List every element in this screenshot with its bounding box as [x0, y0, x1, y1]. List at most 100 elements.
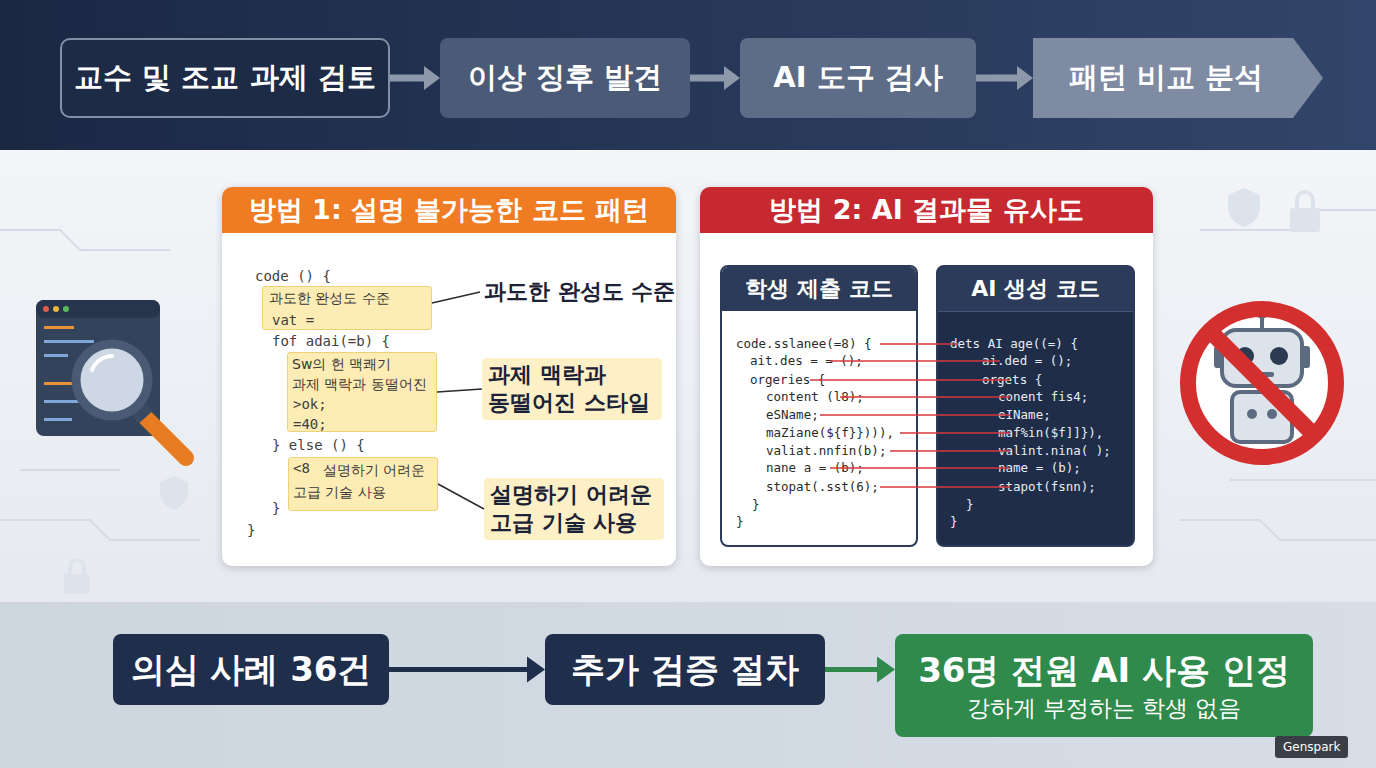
code-line: } [247, 521, 255, 539]
watermark: Genspark [1275, 736, 1348, 758]
connector-line [690, 75, 725, 82]
code-line: dets AI age((=) { [950, 336, 1078, 352]
arrow-head [527, 657, 545, 683]
node-title: 패턴 비교 분석 [1069, 58, 1263, 98]
prohibition-slash [1210, 331, 1314, 435]
similarity-line [830, 467, 1010, 468]
node-title: 36명 전원 AI 사용 인정 [918, 648, 1290, 692]
node-title: 학생 제출 코드 [722, 267, 916, 311]
result-box: 의심 사례 36건 [113, 634, 389, 705]
node-title: AI 도구 검사 [773, 58, 942, 98]
robot-eye [1270, 347, 1288, 365]
code-line-bar [44, 418, 72, 421]
window-title-bar [36, 300, 160, 318]
code-highlight: 설명하기 어려운 고급 기술 사용 [288, 457, 438, 511]
flow-arrow [690, 66, 740, 90]
node-title: AI 생성 코드 [938, 267, 1133, 312]
node-title: 과도한 완성도 수준 [269, 288, 425, 308]
code-line: code.sslanee(=8) { [736, 336, 871, 352]
process-box: AI 도구 검사 [740, 38, 976, 118]
node-title: 이상 징후 발견 [468, 58, 662, 98]
connector-line [390, 75, 425, 82]
robot-button [1267, 409, 1277, 419]
arrow-head [724, 66, 740, 90]
flow-arrow [976, 66, 1033, 90]
lock-icon [64, 574, 90, 594]
robot-button [1247, 409, 1257, 419]
code-line: } [752, 497, 760, 513]
arrow-box: 패턴 비교 분석 [1033, 38, 1323, 118]
code-line-bar [44, 354, 68, 357]
node-subtitle: 강하게 부정하는 학생 없음 [967, 692, 1242, 724]
node-title: 방법 2: AI 결과물 유사도 [700, 187, 1153, 233]
flow-arrow [825, 657, 895, 683]
bottom-band [0, 602, 1376, 768]
connector-line [389, 667, 528, 672]
window-dot [53, 306, 59, 312]
arrow-head [424, 66, 440, 90]
code-line: stopat(.sst(6); [766, 479, 879, 495]
leader-line [437, 389, 482, 392]
lock-icon [70, 560, 84, 574]
code-line: } [950, 514, 958, 530]
middle-band [0, 150, 1376, 602]
code-line: maf%in($f]]}), [998, 425, 1103, 441]
code-line: <8 [293, 459, 310, 477]
code-line: } [966, 497, 974, 513]
prohibition-ring [1188, 309, 1336, 457]
code-panel: AI 생성 코드 [936, 265, 1135, 547]
node-title: 교수 및 조교 과제 검토 [74, 58, 375, 98]
node-title: 의심 사례 36건 [131, 647, 372, 693]
result-box: 추가 검증 절차 [545, 634, 825, 705]
connector-line [825, 667, 878, 672]
callout-box: 설명하기 어려운 고급 기술 사용 [484, 478, 664, 540]
arrow-head [1017, 66, 1033, 90]
magnifier-lens [76, 344, 148, 416]
code-line: } [736, 514, 744, 530]
lock-icon [1290, 208, 1320, 232]
code-line: stapot(fsnn); [998, 479, 1096, 495]
code-line-bar [44, 382, 74, 385]
node-title: 추가 검증 절차 [571, 647, 799, 693]
result-box: 36명 전원 AI 사용 인정강하게 부정하는 학생 없음 [895, 634, 1313, 737]
similarity-line [890, 450, 1010, 451]
node-subtitle: 과제 맥락과 동떨어진 [292, 374, 432, 394]
arrow-shape-fill [1033, 38, 1323, 118]
connector-line [437, 389, 482, 392]
shield-icon [160, 476, 188, 510]
code-line: conent fis4; [998, 389, 1088, 405]
method-card: 방법 1: 설명 불가능한 코드 패턴과도한 완성도 수준Sw의 헌 맥쾌기과제… [222, 187, 676, 566]
prohibition-fill [1188, 309, 1336, 457]
connector-line [438, 484, 484, 509]
circuit-trace [0, 210, 1376, 540]
code-line: } else () { [272, 436, 365, 454]
callout-label: 과도한 완성도 수준 [484, 278, 675, 306]
flow-arrow [390, 66, 440, 90]
similarity-line [810, 379, 1010, 380]
code-line: maZiane(${f}}))), [766, 425, 894, 441]
similarity-line [880, 486, 1010, 487]
code-panel: 학생 제출 코드 [720, 265, 918, 547]
code-line: >ok; [293, 395, 327, 413]
similarity-line [900, 432, 1010, 433]
leader-line [432, 292, 480, 303]
similarity-line [840, 396, 1010, 397]
code-line: =40; [293, 415, 327, 433]
node-title: 과제 맥락과 동떨어진 스타일 [488, 361, 656, 417]
node-title: Sw의 헌 맥쾌기 [292, 354, 432, 374]
code-line-bar [44, 326, 74, 329]
lock-icon [1297, 192, 1313, 208]
similarity-line [830, 360, 1000, 361]
code-line: vat = [272, 311, 314, 329]
code-line-bar [44, 340, 94, 343]
leader-line [438, 484, 484, 509]
shield-icon [1228, 188, 1260, 227]
code-line: valint.nina( ); [998, 443, 1111, 459]
code-line: } [272, 499, 280, 517]
magnifier-handle [142, 414, 186, 458]
node-title: 설명하기 어려운 고급 기술 사용 [293, 459, 433, 503]
process-box: 교수 및 조교 과제 검토 [60, 38, 390, 118]
